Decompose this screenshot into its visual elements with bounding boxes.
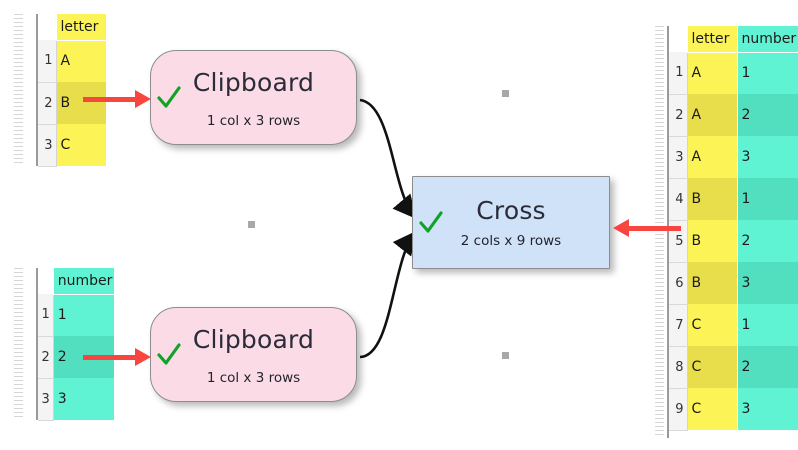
red-arrow-left-icon — [613, 219, 681, 237]
row-number[interactable]: 6 — [669, 262, 688, 305]
green-check-icon — [156, 85, 182, 111]
cell-number[interactable]: 1 — [736, 178, 798, 220]
cell-letter[interactable]: B — [55, 82, 106, 124]
row-number[interactable]: 2 — [38, 336, 54, 379]
row-number[interactable]: 7 — [669, 304, 688, 347]
column-header-letter[interactable]: letter — [55, 14, 106, 41]
table-header-row: letter — [38, 14, 106, 41]
vertical-scrollbar[interactable] — [14, 14, 23, 166]
node-title: Cross — [476, 196, 546, 225]
cell-number[interactable]: 1 — [736, 52, 798, 94]
vertical-scrollbar[interactable] — [14, 268, 23, 420]
table-header-row: letter number — [669, 26, 798, 53]
cell-letter[interactable]: A — [55, 40, 106, 82]
cell-number[interactable]: 3 — [736, 262, 798, 304]
cell-letter[interactable]: C — [686, 388, 737, 430]
cell-letter[interactable]: C — [55, 124, 106, 166]
table-row[interactable]: 3 3 — [38, 378, 114, 421]
column-header-number[interactable]: number — [52, 268, 114, 295]
connector-clipboard-top-to-cross[interactable] — [359, 98, 417, 219]
table-edge-divider — [36, 14, 38, 166]
row-number[interactable]: 2 — [38, 82, 57, 125]
canvas-grid-dot — [502, 90, 509, 97]
row-number[interactable]: 1 — [38, 294, 54, 337]
number-input-table[interactable]: number 1 1 2 2 3 3 — [14, 268, 114, 421]
row-number[interactable]: 4 — [669, 178, 688, 221]
green-check-icon — [156, 342, 182, 368]
cell-number[interactable]: 3 — [52, 378, 114, 420]
number-table-grid[interactable]: number 1 1 2 2 3 3 — [38, 268, 114, 421]
column-header-letter[interactable]: letter — [686, 26, 737, 53]
row-number[interactable]: 1 — [669, 52, 688, 95]
table-row[interactable]: 1 A — [38, 40, 106, 83]
cross-table-grid[interactable]: letter number 1 A 1 2 A 2 3 A 3 4 B 1 — [669, 26, 798, 431]
node-subtitle: 1 col x 3 rows — [206, 370, 301, 386]
cell-number[interactable]: 1 — [52, 294, 114, 336]
node-clipboard-bottom[interactable]: Clipboard 1 col x 3 rows — [150, 307, 357, 402]
canvas-grid-dot — [502, 352, 509, 359]
row-number[interactable]: 2 — [669, 94, 688, 137]
canvas-grid-dot — [248, 221, 255, 228]
table-row[interactable]: 9 C 3 — [669, 388, 798, 431]
cell-number[interactable]: 2 — [736, 94, 798, 136]
green-check-icon — [418, 210, 444, 236]
red-arrow-right-icon — [83, 90, 151, 108]
node-background — [150, 50, 357, 145]
row-number[interactable]: 3 — [38, 378, 54, 421]
node-background — [150, 307, 357, 402]
table-edge-divider — [36, 268, 38, 420]
cell-letter[interactable]: B — [686, 220, 737, 262]
node-title: Clipboard — [192, 325, 315, 354]
cell-number[interactable]: 3 — [736, 136, 798, 178]
table-row[interactable]: 2 A 2 — [669, 94, 798, 137]
table-edge-divider — [667, 26, 669, 438]
vertical-scrollbar[interactable] — [655, 26, 664, 438]
table-row[interactable]: 3 C — [38, 124, 106, 167]
table-row[interactable]: 2 B — [38, 82, 106, 125]
node-background — [412, 176, 610, 269]
letter-input-table[interactable]: letter 1 A 2 B 3 C — [14, 14, 106, 167]
table-corner-cell — [669, 26, 687, 52]
cell-letter[interactable]: C — [686, 304, 737, 346]
table-header-row: number — [38, 268, 114, 295]
red-arrow-right-icon — [83, 348, 151, 366]
column-header-number[interactable]: number — [736, 26, 798, 53]
row-number[interactable]: 9 — [669, 388, 688, 431]
cell-letter[interactable]: A — [686, 52, 737, 94]
node-subtitle: 1 col x 3 rows — [206, 113, 301, 129]
cell-number[interactable]: 3 — [736, 388, 798, 430]
row-number[interactable]: 1 — [38, 40, 57, 83]
cell-letter[interactable]: B — [686, 262, 737, 304]
cell-letter[interactable]: A — [686, 94, 737, 136]
table-corner-cell — [38, 14, 56, 40]
table-row[interactable]: 6 B 3 — [669, 262, 798, 305]
cell-letter[interactable]: B — [686, 178, 737, 220]
row-number[interactable]: 3 — [669, 136, 688, 179]
table-corner-cell — [38, 268, 54, 294]
node-title: Clipboard — [192, 68, 315, 97]
cell-number[interactable]: 2 — [736, 220, 798, 262]
cell-number[interactable]: 2 — [736, 346, 798, 388]
cell-letter[interactable]: C — [686, 346, 737, 388]
cell-number[interactable]: 1 — [736, 304, 798, 346]
row-number[interactable]: 3 — [38, 124, 57, 167]
table-row[interactable]: 8 C 2 — [669, 346, 798, 389]
node-cross[interactable]: Cross 2 cols x 9 rows — [412, 176, 610, 269]
table-row[interactable]: 5 B 2 — [669, 220, 798, 263]
table-row[interactable]: 7 C 1 — [669, 304, 798, 347]
letter-table-grid[interactable]: letter 1 A 2 B 3 C — [38, 14, 106, 167]
connector-clipboard-bottom-to-cross[interactable] — [359, 230, 417, 359]
row-number[interactable]: 8 — [669, 346, 688, 389]
node-clipboard-top[interactable]: Clipboard 1 col x 3 rows — [150, 50, 357, 145]
cell-letter[interactable]: A — [686, 136, 737, 178]
node-subtitle: 2 cols x 9 rows — [460, 233, 562, 249]
table-row[interactable]: 1 1 — [38, 294, 114, 337]
table-row[interactable]: 4 B 1 — [669, 178, 798, 221]
table-row[interactable]: 3 A 3 — [669, 136, 798, 179]
table-row[interactable]: 1 A 1 — [669, 52, 798, 95]
cross-output-table[interactable]: letter number 1 A 1 2 A 2 3 A 3 4 B 1 — [655, 26, 798, 438]
